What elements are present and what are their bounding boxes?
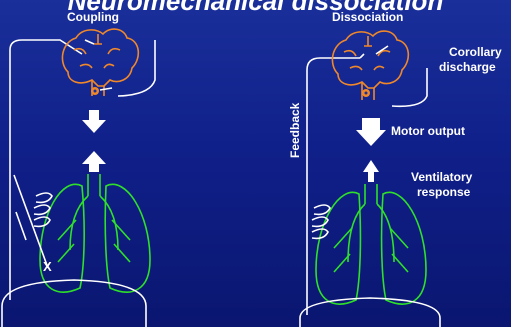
left-feedback-loop	[10, 40, 155, 300]
feedback-label: Feedback	[288, 103, 303, 158]
left-up-arrow	[82, 151, 106, 172]
x-mark: X	[43, 259, 52, 274]
right-brainstem-core	[365, 92, 368, 95]
ventilatory-arrow	[363, 160, 379, 182]
left-down-arrow	[82, 110, 106, 133]
left-brain-arrow-in	[85, 40, 94, 44]
right-lungs	[316, 184, 426, 304]
corollary-label-line1: Corollary	[449, 45, 502, 60]
ventilatory-label-line1: Ventilatory	[411, 170, 472, 185]
right-chest-wall	[300, 205, 440, 327]
ventilatory-label-line2: response	[417, 185, 470, 200]
left-x-mark: X	[43, 259, 52, 274]
motor-output-label: Motor output	[391, 124, 465, 139]
right-brain	[332, 31, 408, 100]
left-brain	[62, 29, 138, 96]
left-chest-wall	[2, 175, 146, 327]
left-brain-arrow-out	[100, 88, 112, 90]
motor-output-arrow	[356, 118, 386, 146]
left-lungs	[40, 174, 150, 292]
corollary-label-line2: discharge	[439, 60, 496, 75]
left-brainstem-core	[94, 90, 97, 93]
right-brain-arrow-in	[360, 54, 364, 58]
